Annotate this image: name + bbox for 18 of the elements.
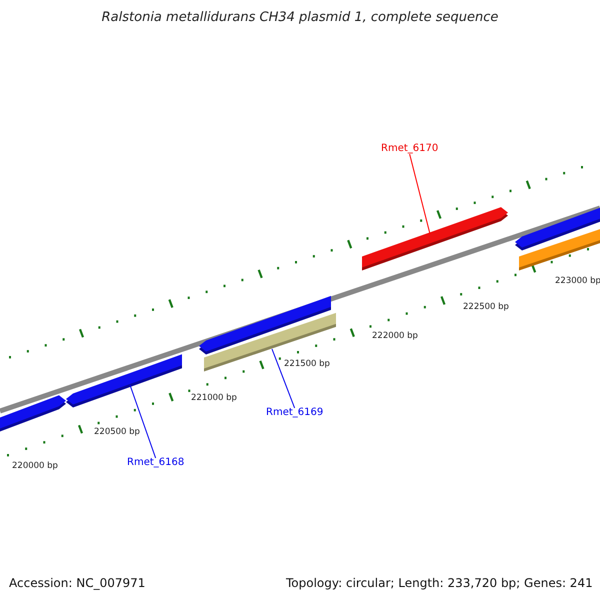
leader-line — [130, 384, 156, 458]
title: Ralstonia metallidurans CH34 plasmid 1, complete sequence — [100, 11, 500, 24]
leader-line — [272, 348, 296, 408]
scale-label: 222500 bp — [463, 303, 509, 312]
leader-line — [409, 154, 430, 234]
scale-label: 221000 bp — [191, 394, 237, 402]
gene-label: Rmet_6169 — [266, 408, 324, 418]
gene-block — [362, 207, 508, 270]
scale-label: 221500 bp — [284, 360, 330, 368]
scale-label: 222000 bp — [372, 332, 418, 340]
gene-block — [66, 354, 182, 408]
footer-text: Accession: NC_007971 — [9, 577, 146, 589]
gene-block — [204, 312, 336, 372]
scale-label: 220500 bp — [94, 428, 140, 436]
footer-text: Topology: circular; Length: 233,720 bp; Genes: 241 — [286, 577, 593, 589]
scale-label: 220000 bp — [12, 462, 58, 470]
gene-label: Rmet_6168 — [127, 458, 184, 468]
gene-label: Rmet_6170 — [381, 144, 438, 154]
